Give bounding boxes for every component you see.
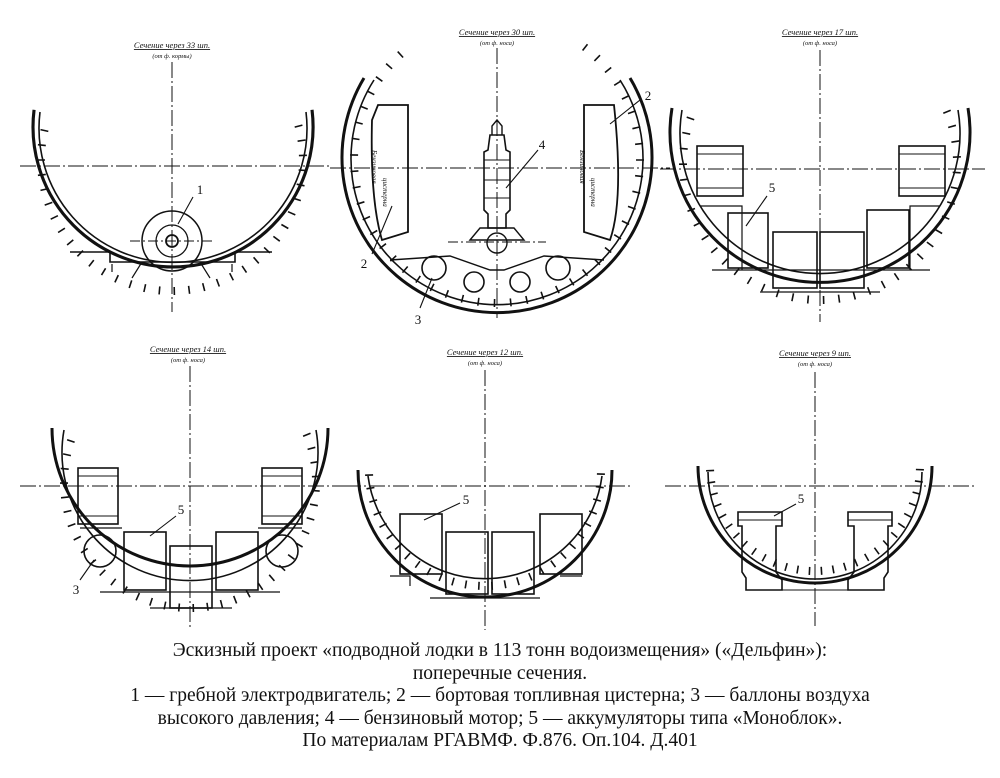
section-5: Сечение через 12 шп. (от ф. носа) 5 bbox=[345, 347, 630, 630]
section-5-title: Сечение через 12 шп. bbox=[447, 347, 523, 357]
section-4-subtitle: (от ф. носа) bbox=[171, 357, 205, 364]
section-2-air-bottle-4 bbox=[545, 255, 571, 281]
section-4-battery-3 bbox=[215, 531, 259, 591]
section-5-battery-3 bbox=[491, 531, 535, 595]
section-2-frame-ribs bbox=[350, 43, 644, 308]
section-4-callout-5: 5 bbox=[178, 502, 185, 517]
section-6-subtitle: (от ф. носа) bbox=[798, 361, 832, 368]
section-6-leader-5 bbox=[773, 503, 797, 517]
section-6-callout-5: 5 bbox=[798, 491, 805, 506]
section-5-frame-ribs bbox=[365, 473, 605, 590]
section-3-battery-1 bbox=[727, 212, 769, 269]
section-2-callout-2b: 2 bbox=[361, 256, 368, 271]
section-4: Сечение через 14 шп. (от ф. носа) 5 3 bbox=[20, 344, 350, 628]
section-1: Сечение через 33 шп. (от ф. кормы) 1 bbox=[20, 40, 330, 312]
section-2-flywheel bbox=[486, 232, 508, 254]
cross-sections-drawing: Сечение через 33 шп. (от ф. кормы) 1 Сеч… bbox=[20, 27, 985, 630]
section-4-battery-upper-left bbox=[77, 467, 119, 525]
section-3-leader-5 bbox=[745, 195, 768, 227]
section-2: Сечение через 30 шп. (от ф. носа) Бензин… bbox=[330, 27, 670, 327]
section-4-battery-2 bbox=[169, 545, 213, 609]
section-2-leader-4 bbox=[505, 149, 539, 189]
section-6-battery-right bbox=[847, 511, 893, 591]
section-6-battery-left bbox=[737, 511, 783, 591]
section-5-leader-5 bbox=[423, 502, 461, 521]
section-1-leader-1 bbox=[177, 196, 194, 225]
caption-line-4: высокого давления; 4 — бензиновый мотор;… bbox=[157, 707, 843, 729]
section-5-battery-4 bbox=[539, 513, 583, 575]
section-3-callout-5: 5 bbox=[769, 180, 776, 195]
section-2-subtitle: (от ф. носа) bbox=[480, 40, 514, 47]
section-6-hull-outer bbox=[696, 465, 934, 585]
section-4-title: Сечение через 14 шп. bbox=[150, 344, 226, 354]
section-5-battery-1 bbox=[399, 513, 443, 575]
section-2-air-bottle-1 bbox=[421, 255, 447, 281]
section-2-hull-inner bbox=[350, 79, 644, 306]
section-2-leader-3 bbox=[419, 277, 433, 309]
section-6-frame-ribs bbox=[706, 468, 924, 575]
section-3-title: Сечение через 17 шп. bbox=[782, 27, 858, 37]
caption-line-3: 1 — гребной электродвигатель; 2 — бортов… bbox=[130, 685, 870, 706]
section-4-frame-ribs bbox=[60, 432, 320, 613]
section-2-leader-2a bbox=[609, 99, 641, 125]
section-5-battery-2 bbox=[445, 531, 489, 595]
section-3-battery-upper-left bbox=[696, 145, 744, 197]
section-1-hull-inner bbox=[38, 111, 308, 264]
section-1-title: Сечение через 33 шп. bbox=[134, 40, 210, 50]
section-2-hull-outer bbox=[340, 77, 654, 315]
section-2-callout-4: 4 bbox=[539, 137, 546, 152]
section-3-battery-2 bbox=[772, 231, 818, 289]
section-1-subtitle: (от ф. кормы) bbox=[152, 53, 191, 60]
section-2-air-bottle-3 bbox=[509, 271, 531, 293]
section-1-hull-outer bbox=[31, 109, 315, 269]
section-2-title: Сечение через 30 шп. bbox=[459, 27, 535, 37]
section-2-callout-2a: 2 bbox=[645, 88, 652, 103]
section-5-subtitle: (от ф. носа) bbox=[468, 360, 502, 367]
section-5-hull-outer bbox=[356, 469, 614, 599]
figure-caption: Эскизный проект «подводной лодки в 113 т… bbox=[0, 640, 1000, 753]
section-2-right-tank bbox=[583, 104, 620, 242]
section-2-right-tank-label-2: цистерна bbox=[589, 178, 597, 207]
section-3: Сечение через 17 шп. (от ф. носа) 5 bbox=[660, 27, 985, 322]
section-4-battery-upper-right bbox=[261, 467, 303, 525]
caption-line-2: поперечные сечения. bbox=[412, 662, 588, 684]
section-1-frame-ribs bbox=[37, 124, 307, 296]
section-2-callout-3: 3 bbox=[415, 312, 422, 327]
section-6-hull-inner bbox=[707, 471, 923, 580]
section-4-leader-5 bbox=[149, 515, 177, 537]
section-2-left-tank-label-2: цистерна bbox=[381, 178, 389, 207]
section-3-battery-3 bbox=[819, 231, 865, 289]
section-3-battery-upper-right bbox=[898, 145, 946, 197]
section-4-leader-3 bbox=[79, 559, 95, 581]
section-4-battery-1 bbox=[123, 531, 167, 591]
section-2-right-tank-label-1: Бензиновая bbox=[578, 149, 586, 184]
section-1-callout-1: 1 bbox=[197, 182, 204, 197]
section-4-air-bottle-right bbox=[265, 534, 299, 568]
section-6: Сечение через 9 шп. (от ф. носа) 5 bbox=[665, 348, 975, 626]
section-3-battery-4 bbox=[866, 209, 910, 269]
section-2-left-tank-label-1: Бензиновая bbox=[370, 149, 378, 184]
caption-line-1: Эскизный проект «подводной лодки в 113 т… bbox=[172, 640, 828, 661]
section-2-left-tank bbox=[370, 104, 409, 242]
section-1-floor bbox=[70, 251, 272, 263]
section-2-leader-2b bbox=[371, 205, 393, 255]
section-6-title: Сечение через 9 шп. bbox=[779, 348, 851, 358]
section-5-callout-5: 5 bbox=[463, 492, 470, 507]
section-2-engine-top bbox=[491, 118, 503, 135]
caption-line-5: По материалам РГАВМФ. Ф.876. Оп.104. Д.4… bbox=[302, 730, 698, 751]
section-2-air-bottle-2 bbox=[463, 271, 485, 293]
section-1-floor-detail bbox=[111, 261, 233, 279]
section-4-air-bottle-left bbox=[83, 534, 117, 568]
section-3-subtitle: (от ф. носа) bbox=[803, 40, 837, 47]
section-4-callout-3: 3 bbox=[73, 582, 80, 597]
